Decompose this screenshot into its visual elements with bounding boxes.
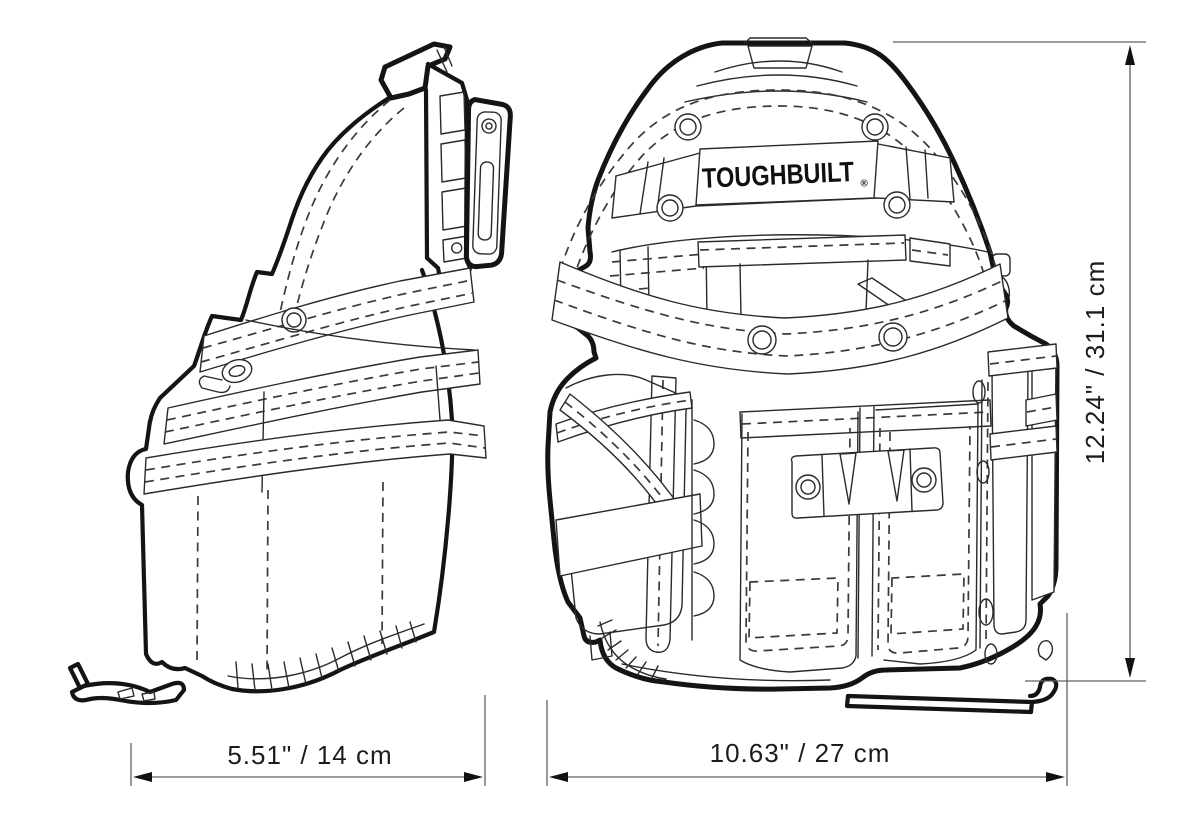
registered-mark-icon: ®: [860, 178, 868, 189]
rivet-icon: [674, 113, 702, 141]
arrowhead-right-icon: [464, 772, 483, 782]
rivet-icon: [883, 191, 911, 219]
side-back-sweep: [147, 87, 405, 425]
toughbuilt-logo: TOUGHBUILT: [701, 156, 854, 194]
plate-rivet-icon: [911, 467, 937, 493]
front-ribbed-corner: [597, 619, 831, 682]
plate-rivet-icon: [795, 474, 821, 500]
front-top-hump: [684, 37, 868, 103]
front-cylinder-sleeves: [972, 343, 1058, 665]
front-view-drawing: TOUGHBUILT ®: [545, 37, 1060, 715]
side-rivet: [281, 307, 307, 333]
rail-rivet: [481, 118, 497, 134]
arrowhead-up-icon: [1125, 45, 1135, 65]
grommet-icon: [878, 322, 908, 352]
rivet-icon: [656, 194, 684, 222]
side-sweep-stitch: [277, 99, 391, 323]
dimension-annotations: 5.51" / 14 cm 10.63" / 27 cm 12.24" / 31…: [130, 41, 1146, 786]
front-webbed-pocket: [555, 373, 715, 661]
rivet-icon: [861, 113, 889, 141]
tape-clip-plate: [790, 447, 944, 519]
arrowhead-left-icon: [549, 772, 568, 782]
front-shoulder-stitch: [559, 89, 997, 271]
dimension-height: 12.24" / 31.1 cm: [1080, 45, 1135, 678]
front-pocket-left: [739, 399, 992, 673]
front-width-label: 10.63" / 27 cm: [710, 738, 891, 768]
arrowhead-down-icon: [1125, 658, 1135, 678]
arrowhead-right-icon: [1046, 772, 1065, 782]
side-metal-loop: [198, 358, 253, 394]
side-sweep-stitch: [291, 107, 405, 327]
side-width-label: 5.51" / 14 cm: [227, 740, 392, 770]
height-label: 12.24" / 31.1 cm: [1080, 260, 1110, 464]
logo-plate: TOUGHBUILT ®: [611, 140, 955, 219]
side-mid-band: [163, 349, 481, 445]
front-rivets: [656, 113, 911, 222]
grommet-icon: [747, 325, 777, 355]
clip-body: [423, 61, 473, 293]
front-ground-hook: [844, 639, 1059, 715]
clip-hook: [378, 41, 453, 101]
front-pocket-right: [875, 403, 979, 665]
dimension-side-width: 5.51" / 14 cm: [133, 740, 483, 782]
side-view-drawing: [67, 41, 513, 706]
clip-belt-rail: [451, 97, 513, 270]
side-ground-clip: [67, 661, 187, 706]
dimension-front-width: 10.63" / 27 cm: [549, 738, 1065, 782]
side-pouch-outline: [125, 417, 455, 694]
arrowhead-left-icon: [133, 772, 152, 782]
